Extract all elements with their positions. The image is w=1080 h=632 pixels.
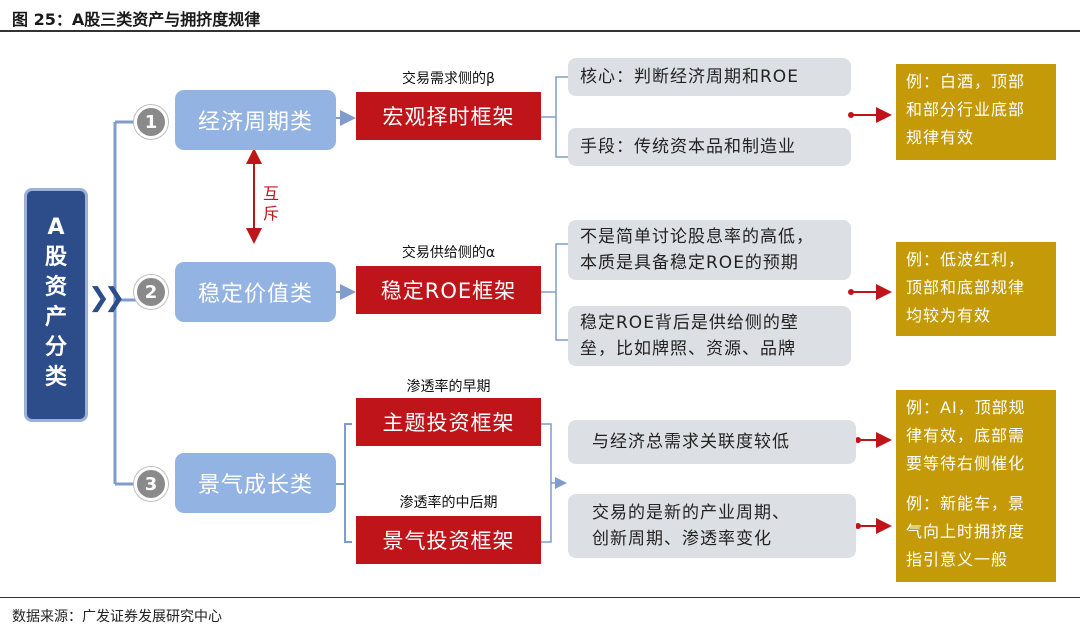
example-text: 指引意义一般 xyxy=(906,550,1009,569)
example-box: 例：低波红利， 顶部和底部规律 均较为有效 xyxy=(896,242,1056,336)
detail-text: 稳定ROE背后是供给侧的壁 xyxy=(580,313,799,333)
bottom-rule xyxy=(0,597,1080,598)
detail-box: 手段：传统资本品和制造业 xyxy=(568,128,851,166)
detail-text: 与经济总需求关联度较低 xyxy=(592,432,790,452)
figure-title: 图 25：A股三类资产与拥挤度规律 xyxy=(12,10,261,29)
example-text: 例：白酒，顶部 xyxy=(906,72,1026,91)
category-number-badge: 1 xyxy=(134,105,168,139)
category-box-stable-value: 稳定价值类 xyxy=(175,262,336,322)
example-box: 例：新能车，景 气向上时拥挤度 指引意义一般 xyxy=(896,486,1056,582)
root-char: 股 xyxy=(44,245,67,270)
example-text: 例：新能车，景 xyxy=(906,494,1026,513)
framework-box-prosperity-investing: 景气投资框架 xyxy=(356,516,541,564)
example-text: 律有效，底部需 xyxy=(906,426,1026,445)
detail-box: 与经济总需求关联度较低 xyxy=(568,420,856,464)
framework-box-macro-timing: 宏观择时框架 xyxy=(356,92,541,140)
framework-box-theme-investing: 主题投资框架 xyxy=(356,398,541,446)
root-char: 资 xyxy=(44,275,67,300)
framework-caption: 交易需求侧的β xyxy=(402,71,495,87)
example-text: 要等待右侧催化 xyxy=(906,454,1026,473)
framework-caption: 交易供给侧的α xyxy=(401,245,496,261)
example-text: 气向上时拥挤度 xyxy=(906,522,1026,541)
framework-box-stable-roe: 稳定ROE框架 xyxy=(356,266,541,314)
detail-text: 交易的是新的产业周期、 xyxy=(592,503,790,523)
root-char: 产 xyxy=(44,305,67,330)
detail-box: 交易的是新的产业周期、 创新周期、渗透率变化 xyxy=(568,494,856,558)
detail-text: 垒，比如牌照、资源、品牌 xyxy=(580,339,796,359)
detail-text: 本质是具备稳定ROE的预期 xyxy=(580,253,799,273)
detail-text: 不是简单讨论股息率的高低， xyxy=(580,227,814,247)
figure-source: 数据来源：广发证券发展研究中心 xyxy=(12,609,222,625)
detail-text: 创新周期、渗透率变化 xyxy=(592,529,772,549)
detail-text: 核心：判断经济周期和ROE xyxy=(580,67,799,87)
detail-box: 不是简单讨论股息率的高低， 本质是具备稳定ROE的预期 xyxy=(568,220,851,280)
category-box-economic-cycle: 经济周期类 xyxy=(175,90,336,150)
mutex-char: 互 xyxy=(262,184,279,203)
mutex-char: 斥 xyxy=(262,204,279,223)
detail-text: 手段：传统资本品和制造业 xyxy=(580,137,796,157)
example-text: 例：AI，顶部规 xyxy=(906,398,1026,417)
detail-box: 核心：判断经济周期和ROE xyxy=(568,58,851,96)
root-char: A xyxy=(47,215,65,240)
example-text: 均较为有效 xyxy=(906,306,992,325)
chevron-right-icon: ❯❯ xyxy=(88,283,125,313)
category-box-growth: 景气成长类 xyxy=(175,453,336,513)
category-number-badge: 3 xyxy=(134,467,168,501)
detail-box: 稳定ROE背后是供给侧的壁 垒，比如牌照、资源、品牌 xyxy=(568,306,851,366)
framework-caption: 渗透率的早期 xyxy=(406,379,491,395)
example-text: 和部分行业底部 xyxy=(906,100,1026,119)
example-box: 例：AI，顶部规 律有效，底部需 要等待右侧催化 xyxy=(896,390,1056,486)
category-number-badge: 2 xyxy=(134,275,168,309)
top-rule xyxy=(0,30,1080,32)
example-text: 例：低波红利， xyxy=(906,250,1026,269)
example-text: 顶部和底部规律 xyxy=(906,278,1026,297)
example-text: 规律有效 xyxy=(906,128,975,147)
root-char: 类 xyxy=(44,365,67,390)
root-char: 分 xyxy=(44,335,67,360)
mutex-label: 互 斥 xyxy=(261,184,281,224)
example-box: 例：白酒，顶部 和部分行业底部 规律有效 xyxy=(896,64,1056,160)
framework-caption: 渗透率的中后期 xyxy=(399,495,498,511)
root-category-box: A 股 资 产 分 类 xyxy=(24,188,88,422)
